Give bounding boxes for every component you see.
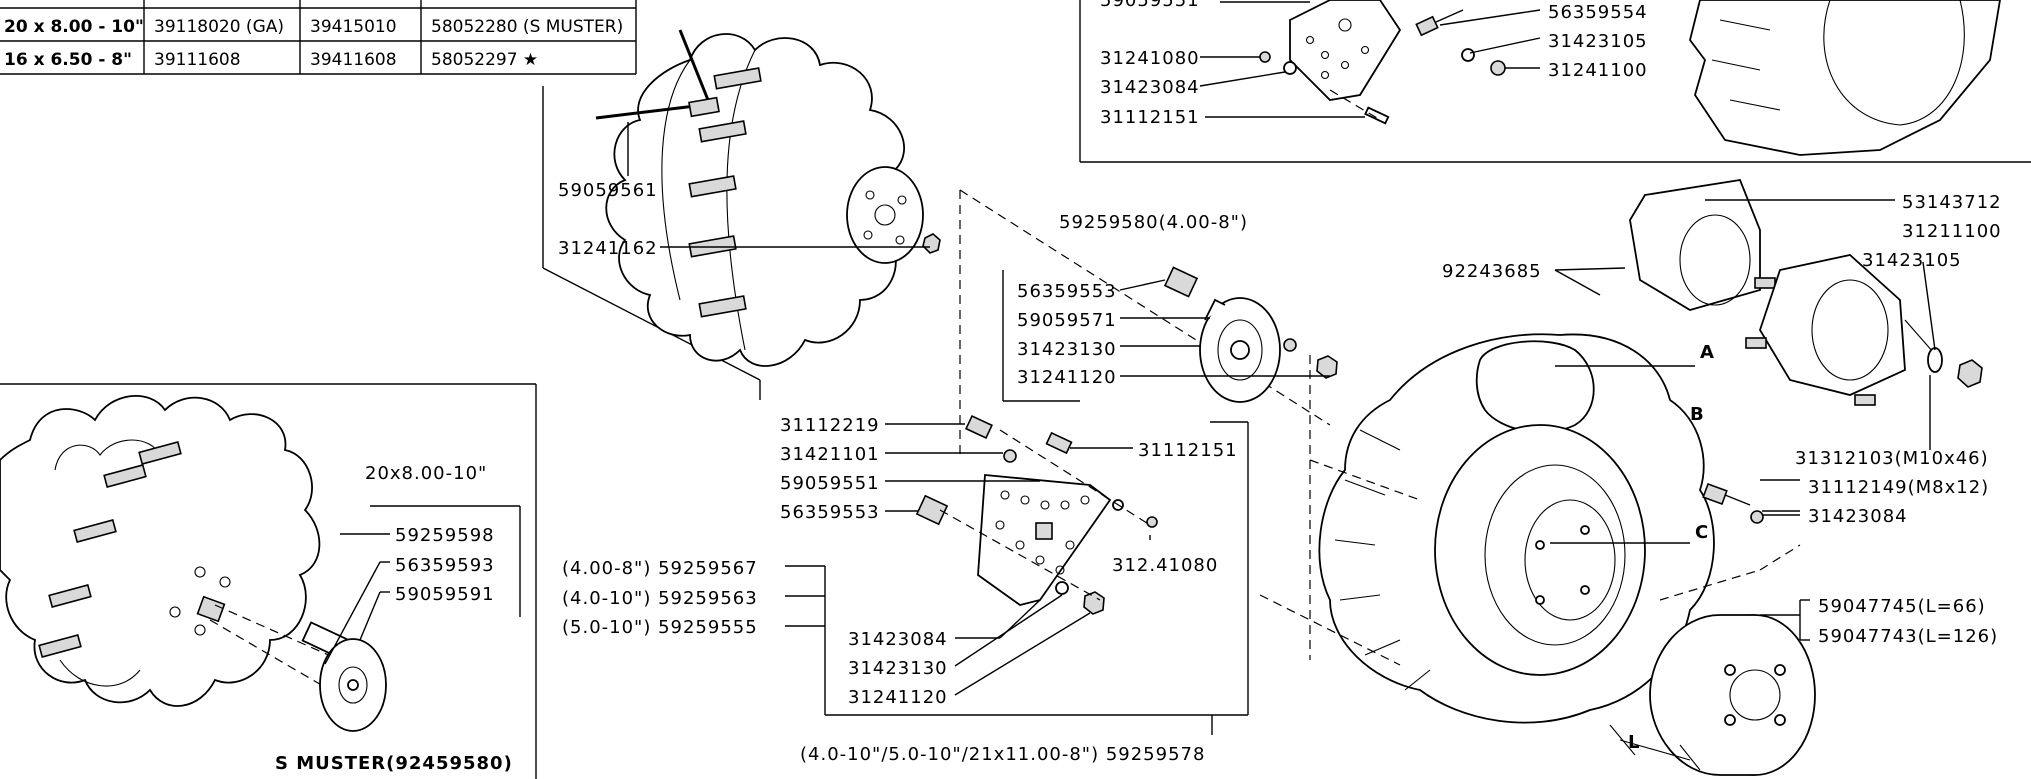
label-53143712: 53143712 (1902, 192, 2002, 213)
label-31312103: 31312103(M10x46) (1795, 448, 1989, 469)
label-group-5-0-10: (5.0-10") 59259555 (562, 617, 758, 638)
label-59059551-top: 59059551 (1100, 0, 1200, 11)
label-31112149: 31112149(M8x12) (1808, 477, 1989, 498)
label-31112151-center: 31112151 (1138, 440, 1238, 461)
label-59047743: 59047743(L=126) (1818, 626, 1998, 647)
label-31241120-hub: 31241120 (1017, 367, 1117, 388)
label-group-4-0-10: (4.0-10") 59259563 (562, 588, 758, 609)
label-59259580-hub: 59259580(4.00-8") (1059, 212, 1248, 233)
center-cage-wheel: 59059561 31241162 (542, 29, 941, 400)
adapter-plate-center-part (977, 474, 1112, 606)
table-row-2-size: 16 x 6.50 - 8" (4, 50, 132, 70)
label-92243685: 92243685 (1442, 261, 1542, 282)
nut-part (922, 233, 941, 254)
label-31112151-top: 31112151 (1100, 107, 1200, 128)
label-59059591: 59059591 (395, 584, 495, 605)
table-row-2-col3: 58052297 ★ (431, 50, 538, 70)
table-row-2-col2: 39411608 (310, 50, 397, 70)
table-row-1-size: 20 x 8.00 - 10" (4, 17, 144, 37)
cage-wheel-part (0, 395, 321, 707)
label-31423130-hub: 31423130 (1017, 339, 1117, 360)
parts-table: 20 x 8.00 - 10" 39118020 (GA) 39415010 5… (0, 0, 637, 75)
label-bottom-group: (4.0-10"/5.0-10"/21x11.00-8") 59259578 (800, 744, 1205, 765)
label-size-20x8: 20x8.00-10" (365, 463, 487, 484)
center-hub-assembly: 59259580(4.00-8") 56359553 59059571 3142… (824, 189, 1338, 735)
label-31423105-right: 31423105 (1862, 250, 1962, 271)
table-row-2-col1: 39111608 (154, 50, 241, 70)
label-56359554: 56359554 (1548, 2, 1648, 23)
label-59059571: 59059571 (1017, 310, 1117, 331)
table-row-1-col3: 58052280 (S MUSTER) (431, 17, 623, 37)
label-31423084-top: 31423084 (1100, 77, 1200, 98)
hub-cap-part (1475, 340, 1595, 434)
label-31423105-top: 31423105 (1548, 31, 1648, 52)
label-31112219: 31112219 (780, 415, 880, 436)
table-row-1-col2: 39415010 (310, 17, 397, 37)
label-s-muster-title: S MUSTER(92459580) (275, 753, 513, 774)
spacer-housing-upper-part (1629, 178, 1761, 311)
label-31241080: 31241080 (1100, 48, 1200, 69)
label-56359553-hub: 56359553 (1017, 281, 1117, 302)
table-row-1-col1: 39118020 (GA) (154, 17, 284, 37)
label-31423084-center: 31423084 (848, 629, 948, 650)
label-312-41080: 312.41080 (1112, 555, 1218, 576)
label-31211100: 31211100 (1902, 221, 2002, 242)
label-letter-b: B (1690, 404, 1705, 425)
label-31423130-center: 31423130 (848, 658, 948, 679)
label-31241100: 31241100 (1548, 60, 1648, 81)
label-letter-c: C (1695, 522, 1709, 543)
label-56359593: 56359593 (395, 555, 495, 576)
label-letter-a: A (1700, 342, 1715, 363)
label-56359553-center: 56359553 (780, 502, 880, 523)
left-inset-panel: 20x8.00-10" 59259598 56359593 59059591 S… (0, 383, 537, 779)
top-inset-panel: 59059551 56359554 31423105 31241100 3124… (1079, 0, 2031, 163)
tire-fragment-part (1689, 0, 2001, 156)
adapter-plate-part (1289, 0, 1402, 101)
right-assembly: 53143712 31211100 31423105 92243685 A B … (1259, 178, 2002, 776)
label-59059551-center: 59059551 (780, 473, 880, 494)
center-plate-assembly: 31112219 31421101 59059551 56359553 3111… (562, 414, 1238, 765)
label-31241162: 31241162 (558, 238, 658, 259)
label-59059561: 59059561 (558, 180, 658, 201)
label-31423084-right: 31423084 (1808, 506, 1908, 527)
cage-wheel-center-part (605, 33, 915, 367)
label-dimension-l: L (1628, 732, 1640, 753)
hub-nut-part (1316, 355, 1338, 379)
wheel-rim-part (1434, 424, 1646, 676)
label-59047745: 59047745(L=66) (1818, 596, 1986, 617)
label-59259598: 59259598 (395, 525, 495, 546)
label-31421101: 31421101 (780, 444, 880, 465)
label-group-4-00-8: (4.00-8") 59259567 (562, 558, 758, 579)
label-31241120-center: 31241120 (848, 687, 948, 708)
